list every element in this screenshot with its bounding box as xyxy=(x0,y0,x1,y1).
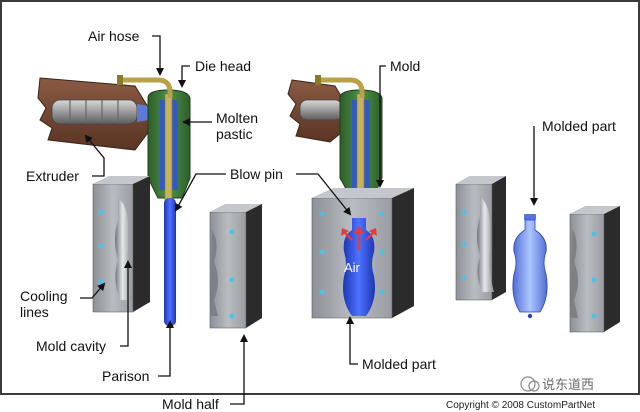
mold-half-left-stage1 xyxy=(92,176,150,313)
label-molded-part-top: Molded part xyxy=(542,118,616,134)
closed-mold xyxy=(311,188,414,319)
watermark-text: 说东道西 xyxy=(542,378,594,393)
label-mold-cavity: Mold cavity xyxy=(36,338,106,354)
air-hose-stage2 xyxy=(318,77,365,98)
molded-bottle xyxy=(512,214,548,319)
copyright-text: Copyright © 2008 CustomPartNet xyxy=(446,400,595,411)
label-mold: Mold xyxy=(390,58,420,74)
label-air: Air xyxy=(344,260,361,275)
mold-half-right-stage1 xyxy=(209,204,262,329)
watermark-logo-icon xyxy=(520,376,536,392)
label-molten-plastic-2: pastic xyxy=(216,126,253,142)
label-mold-half: Mold half xyxy=(162,396,219,412)
mold-half-right-stage3 xyxy=(569,206,620,333)
parison xyxy=(164,198,176,326)
leader-lines xyxy=(80,35,538,405)
label-extruder: Extruder xyxy=(26,168,79,184)
label-blow-pin: Blow pin xyxy=(230,166,283,182)
watermark: 说东道西 xyxy=(520,376,594,393)
die-head xyxy=(147,89,191,215)
air-hose xyxy=(120,77,173,98)
label-molded-part-bottom: Molded part xyxy=(362,356,436,372)
label-air-hose: Air hose xyxy=(88,28,140,44)
label-cooling-lines-1: Cooling xyxy=(20,288,67,304)
die-head-stage2 xyxy=(339,89,383,219)
label-parison: Parison xyxy=(102,368,149,384)
label-cooling-lines-2: lines xyxy=(20,304,49,320)
mold-half-left-stage3 xyxy=(455,176,506,301)
label-die-head: Die head xyxy=(195,58,251,74)
label-molten-plastic-1: Molten xyxy=(216,110,258,126)
